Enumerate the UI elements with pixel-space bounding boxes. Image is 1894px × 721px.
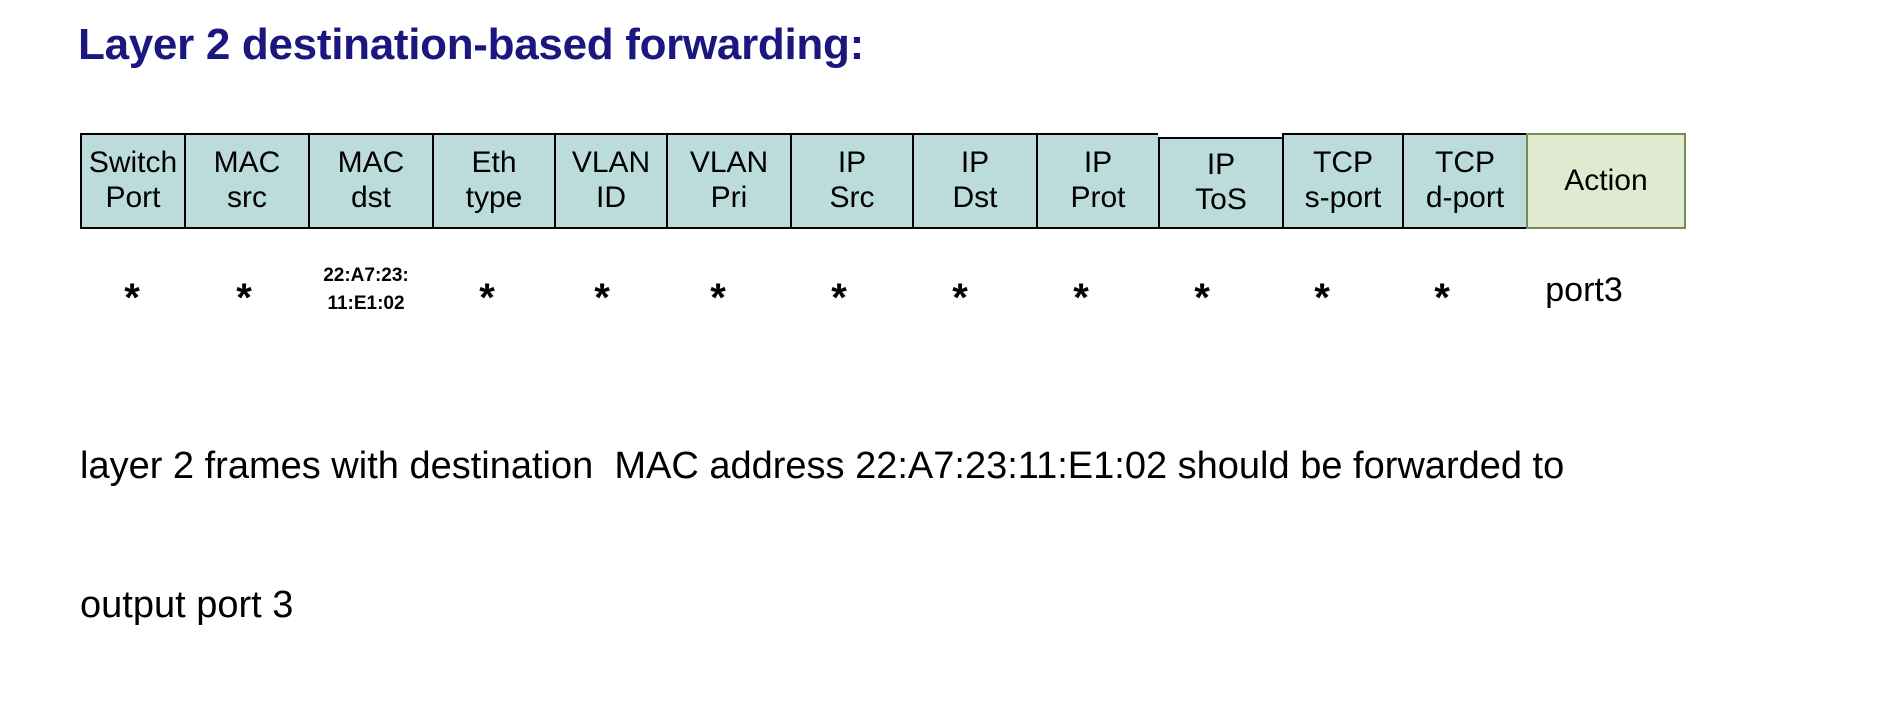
match-field-line1: TCP bbox=[1435, 146, 1495, 180]
flow-value-wildcard: * bbox=[831, 276, 847, 320]
flow-value-wildcard: * bbox=[236, 276, 252, 320]
match-field-line1: IP bbox=[1206, 148, 1236, 182]
match-field-line2: Prot bbox=[1070, 181, 1126, 214]
flow-value-action: port3 bbox=[1545, 271, 1623, 309]
match-field-line2: ID bbox=[596, 181, 626, 214]
match-field-line2: src bbox=[227, 181, 267, 214]
match-field-line2: dst bbox=[350, 181, 392, 214]
slide-canvas: Layer 2 destination-based forwarding: Sw… bbox=[78, 20, 1686, 626]
match-field-line1: VLAN bbox=[571, 146, 651, 180]
match-field-line2: Dst bbox=[952, 181, 998, 214]
flow-value-mac-dst: 22:A7:23: 11:E1:02 bbox=[304, 255, 428, 325]
match-field-line1: MAC bbox=[213, 146, 281, 180]
caption-line-1: layer 2 frames with destination MAC addr… bbox=[80, 444, 1565, 487]
mac-line2: 11:E1:02 bbox=[327, 293, 405, 314]
flow-value-wildcard: * bbox=[1073, 276, 1089, 320]
match-field-line1: MAC bbox=[337, 146, 405, 180]
flow-value-wildcard: * bbox=[710, 276, 726, 320]
flow-value-wildcard: * bbox=[952, 276, 968, 320]
match-field-line2: s-port bbox=[1304, 181, 1382, 214]
flow-value-wildcard: * bbox=[479, 276, 495, 320]
mac-line1: 22:A7:23: bbox=[323, 265, 409, 287]
flow-value-wildcard: * bbox=[594, 276, 610, 320]
match-field-line2: Pri bbox=[710, 181, 748, 214]
match-field-line2: Src bbox=[829, 181, 875, 214]
flow-value-wildcard: * bbox=[1434, 276, 1450, 320]
match-field-line1: IP bbox=[960, 146, 990, 180]
match-field-line1: IP bbox=[837, 146, 867, 180]
flow-value-wildcard: * bbox=[1194, 276, 1210, 320]
match-field-line1: TCP bbox=[1313, 146, 1373, 180]
match-field-line2: Port bbox=[105, 181, 161, 214]
match-field-line1: VLAN bbox=[689, 146, 769, 180]
match-field-line2: type bbox=[465, 181, 523, 214]
match-field-line2: ToS bbox=[1195, 183, 1247, 216]
page-title: Layer 2 destination-based forwarding: bbox=[78, 20, 864, 69]
caption-text: layer 2 frames with destination MAC addr… bbox=[80, 350, 1840, 721]
match-field-line1: IP bbox=[1083, 146, 1113, 180]
flow-value-wildcard: * bbox=[1314, 276, 1330, 320]
match-field-line1: Switch bbox=[88, 146, 178, 180]
match-field-line2: d-port bbox=[1425, 181, 1505, 214]
action-column-header: Action bbox=[1526, 133, 1686, 229]
match-field-line1: Eth bbox=[471, 146, 517, 180]
flow-value-wildcard: * bbox=[124, 276, 140, 320]
caption-line-2: output port 3 bbox=[80, 583, 294, 626]
